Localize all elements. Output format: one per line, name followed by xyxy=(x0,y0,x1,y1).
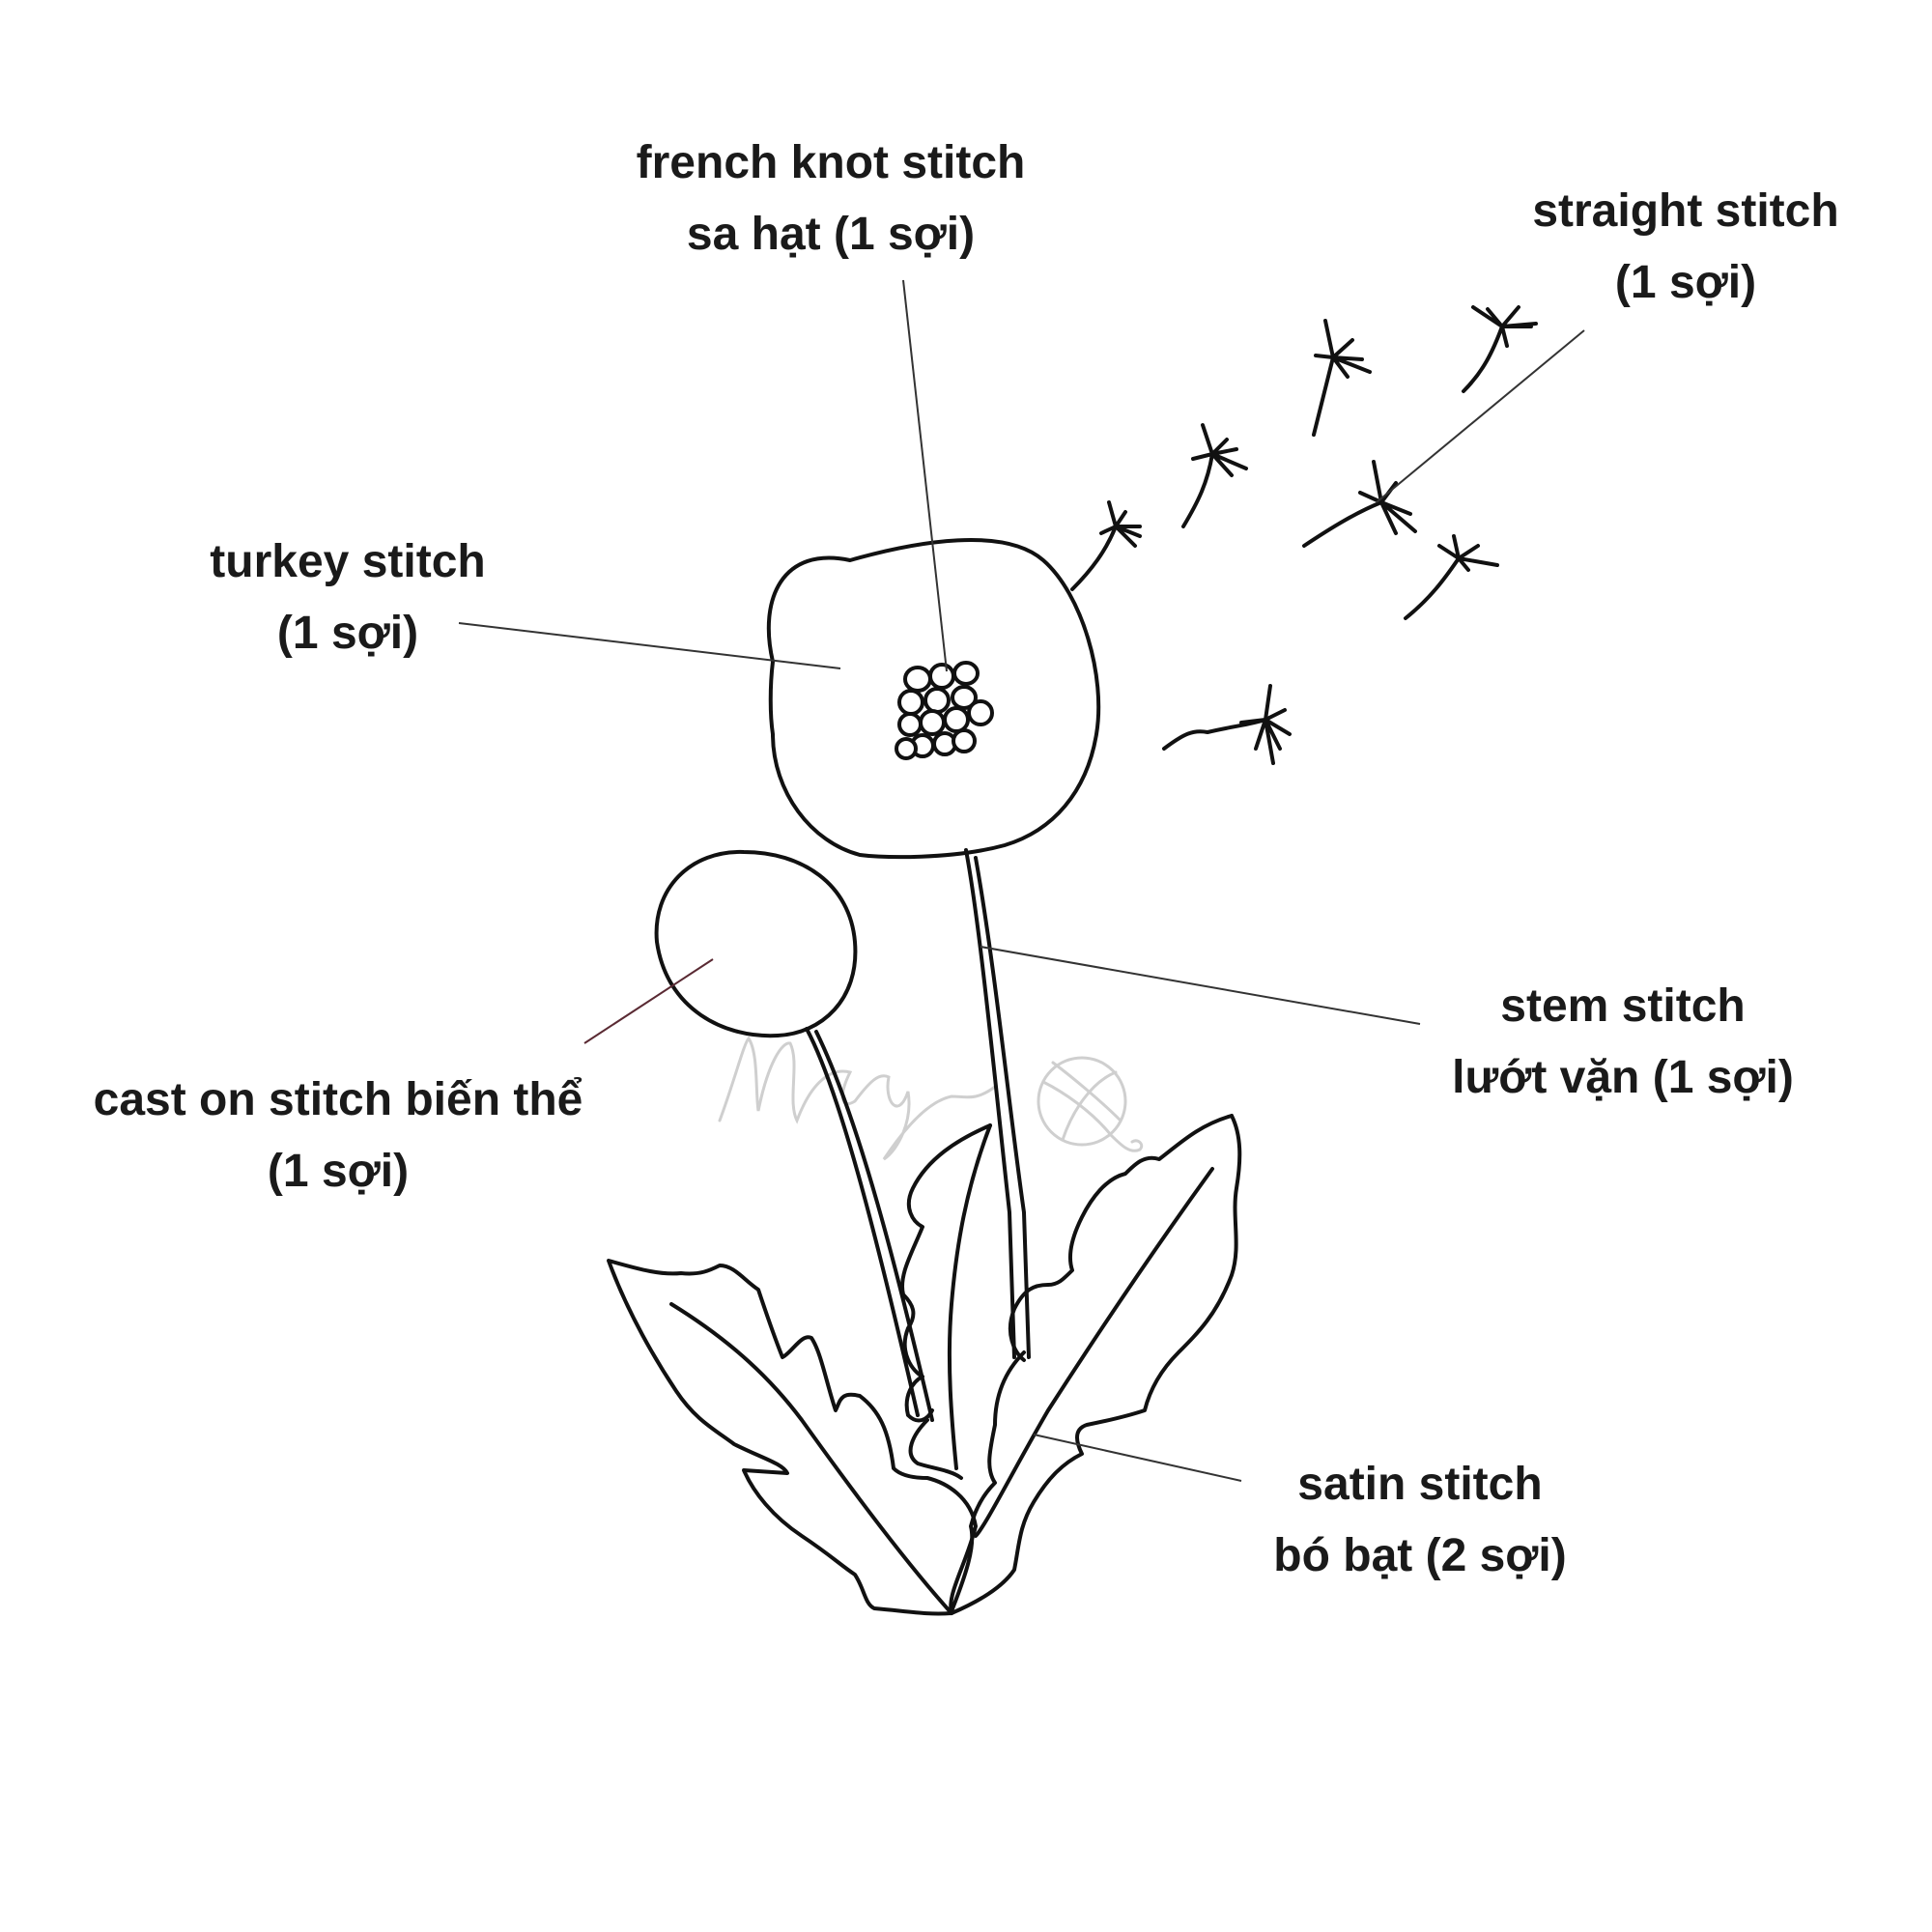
label-line: cast on stitch biến thể xyxy=(93,1074,583,1125)
small-flower-head xyxy=(654,849,858,1038)
label-cast-on-stitch: cast on stitch biến thể (1 sợi) xyxy=(39,1065,638,1208)
leader-satin xyxy=(1033,1434,1242,1482)
label-line: stem stitch xyxy=(1500,980,1746,1032)
label-line: bó bạt (2 sợi) xyxy=(1273,1530,1567,1581)
label-line: sa hạt (1 sợi) xyxy=(686,209,976,260)
label-line: straight stitch xyxy=(1532,185,1839,237)
leader-straight xyxy=(1376,329,1585,503)
label-stem-stitch: stem stitch lướt vặn (1 sợi) xyxy=(1362,971,1884,1114)
french-knot-cluster xyxy=(895,661,994,760)
label-line: (1 sợi) xyxy=(267,1146,410,1197)
watermark xyxy=(718,1036,1144,1161)
leaves xyxy=(607,1114,1242,1616)
leader-french-knot xyxy=(902,279,948,672)
large-flower-head xyxy=(766,538,1101,860)
leader-lines xyxy=(458,279,1585,1482)
stems xyxy=(805,848,1031,1422)
floating-seeds xyxy=(1070,305,1538,765)
label-line: satin stitch xyxy=(1297,1459,1543,1510)
label-line: lướt vặn (1 sợi) xyxy=(1452,1052,1794,1103)
leader-stem xyxy=(980,946,1421,1025)
label-line: turkey stitch xyxy=(210,536,486,587)
leader-turkey xyxy=(458,622,841,669)
label-satin-stitch: satin stitch bó bạt (2 sợi) xyxy=(1188,1449,1652,1592)
label-line: (1 sợi) xyxy=(1614,257,1757,308)
label-line: (1 sợi) xyxy=(276,608,419,659)
leader-cast-on xyxy=(583,958,714,1044)
label-line: french knot stitch xyxy=(636,137,1026,188)
label-straight-stitch: straight stitch (1 sợi) xyxy=(1435,176,1932,319)
label-french-knot-stitch: french knot stitch sa hạt (1 sợi) xyxy=(512,128,1150,270)
yarn-ball-icon xyxy=(1037,1056,1144,1152)
label-turkey-stitch: turkey stitch (1 sợi) xyxy=(126,526,570,669)
